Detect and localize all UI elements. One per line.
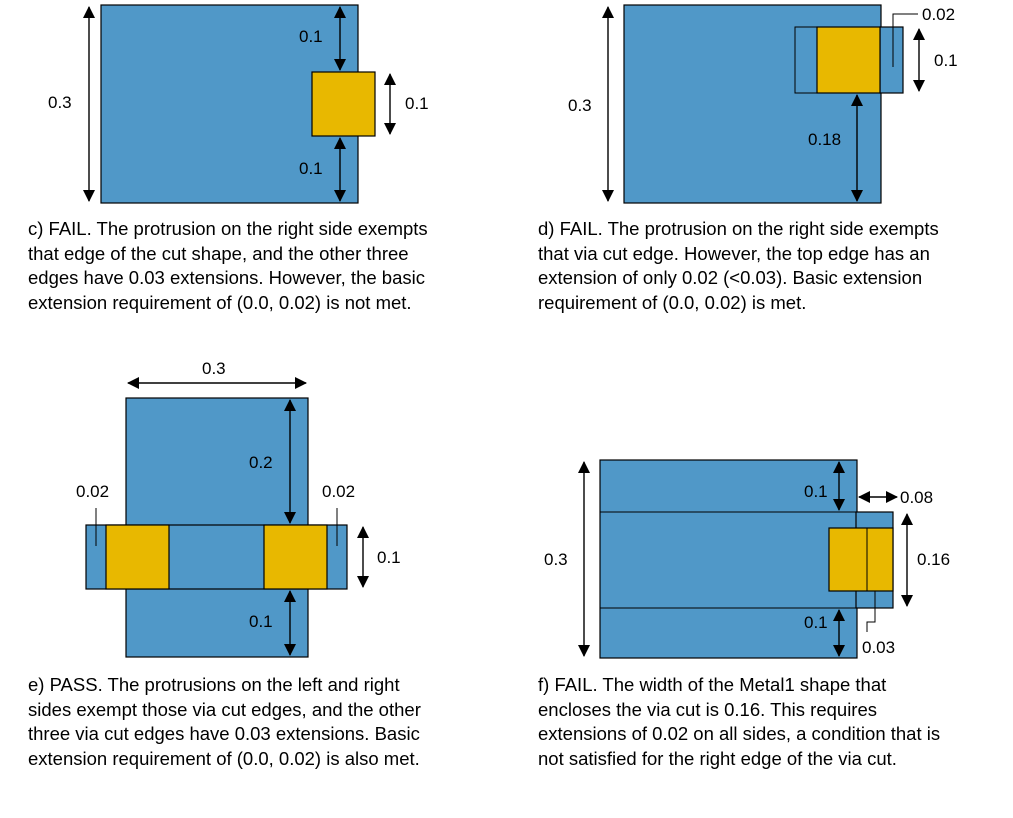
panel-f-bottom-gap-label: 0.1 — [804, 613, 828, 632]
caption-line: f) FAIL. The width of the Metal1 shape t… — [538, 674, 887, 695]
panel-f-metal-shape — [599, 459, 858, 659]
panel-e-width-label: 0.3 — [202, 359, 226, 378]
panel-d-via-height-label: 0.1 — [934, 51, 958, 70]
panel-d-caption: d) FAIL. The protrusion on the right sid… — [538, 217, 1008, 315]
panel-f-side-ext-leader — [866, 591, 876, 632]
caption-line: edges have 0.03 extensions. However, the… — [28, 267, 425, 288]
panel-f-side-ext-label: 0.03 — [862, 638, 895, 657]
panel-f-right-ext-label: 0.08 — [900, 488, 933, 507]
caption-line: extension of only 0.02 (<0.03). Basic ex… — [538, 267, 923, 288]
panel-f-height-label: 0.3 — [544, 550, 568, 569]
panel-c-caption: c) FAIL. The protrusion on the right sid… — [28, 217, 498, 315]
panel-d-top-ext-label: 0.02 — [922, 5, 955, 24]
caption-line: three via cut edges have 0.03 extensions… — [28, 723, 420, 744]
caption-line: encloses the via cut is 0.16. This requi… — [538, 698, 877, 720]
panel-e-caption: e) PASS. The protrusions on the left and… — [28, 673, 498, 771]
panel-e-via-cut-right — [263, 524, 328, 590]
panel-e-via-cut-left — [105, 524, 170, 590]
panel-c-via-height-label: 0.1 — [405, 94, 429, 113]
panel-e-figure: 0.3 0.2 0.02 0.02 0.1 0.1 — [76, 359, 401, 658]
caption-line: d) FAIL. The protrusion on the right sid… — [538, 218, 939, 239]
panel-c-figure: 0.3 0.1 0.1 0.1 — [48, 4, 429, 204]
panel-e-top-gap-label: 0.2 — [249, 453, 273, 472]
panel-c-via-cut — [311, 71, 376, 137]
panel-d-bottom-gap-label: 0.18 — [808, 130, 841, 149]
caption-line: requirement of (0.0, 0.02) is met. — [538, 291, 807, 313]
panel-e-right-ext-label: 0.02 — [322, 482, 355, 501]
caption-line: e) PASS. The protrusions on the left and… — [28, 674, 400, 695]
caption-line: extension requirement of (0.0, 0.02) is … — [28, 747, 420, 769]
caption-line: not satisfied for the right edge of the … — [538, 747, 897, 769]
panel-d-metal-protrusion — [879, 26, 904, 94]
caption-line: extensions of 0.02 on all sides, a condi… — [538, 723, 941, 744]
panel-f-figure: 0.3 0.1 0.08 0.16 0.1 0.03 — [544, 459, 950, 659]
panel-d-top-ext-leader — [892, 13, 918, 67]
panel-c-bottom-gap-label: 0.1 — [299, 159, 323, 178]
panel-f-via-cut — [828, 527, 894, 592]
panel-c-height-label: 0.3 — [48, 93, 72, 112]
caption-line: that edge of the cut shape, and the othe… — [28, 242, 409, 264]
caption-line: c) FAIL. The protrusion on the right sid… — [28, 218, 428, 239]
caption-line: that via cut edge. However, the top edge… — [538, 242, 930, 264]
panel-d-via-cut — [816, 26, 881, 94]
panel-d-figure: 0.02 0.1 0.3 0.18 — [568, 4, 958, 204]
panel-f-top-gap-label: 0.1 — [804, 482, 828, 501]
panel-c-top-gap-label: 0.1 — [299, 27, 323, 46]
panel-e-bottom-gap-label: 0.1 — [249, 612, 273, 631]
panel-d-height-label: 0.3 — [568, 96, 592, 115]
caption-line: extension requirement of (0.0, 0.02) is … — [28, 291, 412, 313]
panel-e-via-height-label: 0.1 — [377, 548, 401, 567]
panel-f-via-height-label: 0.16 — [917, 550, 950, 569]
panel-f-caption: f) FAIL. The width of the Metal1 shape t… — [538, 673, 1008, 771]
panel-d-cut-outline — [794, 26, 904, 94]
caption-line: sides exempt those via cut edges, and th… — [28, 698, 421, 720]
panel-e-left-ext-label: 0.02 — [76, 482, 109, 501]
